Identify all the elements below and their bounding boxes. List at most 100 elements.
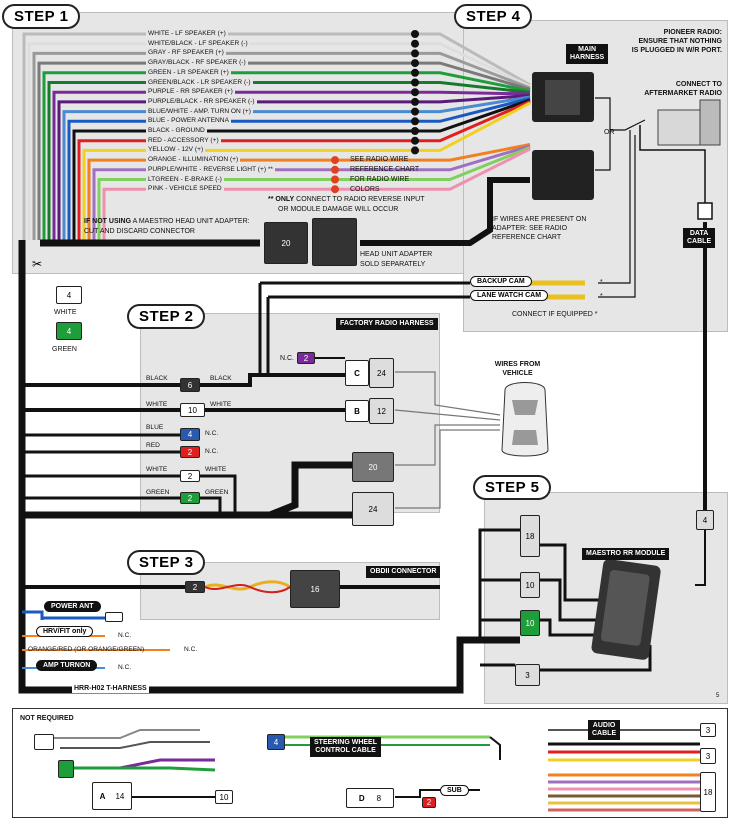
connector-4-blue: 4 bbox=[180, 428, 200, 441]
connector-4-green: 4 bbox=[56, 322, 82, 340]
wire-terminal-dot bbox=[331, 175, 339, 184]
aftermarket-radio-icon bbox=[657, 99, 721, 146]
step1-wire-bundle bbox=[22, 30, 531, 240]
wire-terminal-dot bbox=[411, 117, 419, 126]
obd-red bbox=[204, 584, 291, 594]
step1-wire bbox=[92, 144, 531, 240]
connector-10b: 10 bbox=[520, 610, 540, 636]
module-wires bbox=[460, 528, 600, 667]
nr-white-connector bbox=[34, 734, 54, 750]
module-to-4 bbox=[695, 525, 706, 586]
lane-watch-cam-label: LANE WATCH CAM bbox=[470, 290, 549, 301]
connector-10: 10 bbox=[180, 403, 205, 417]
green-left: GREEN bbox=[146, 489, 170, 496]
step4-label: STEP 4 bbox=[454, 4, 533, 29]
see-radio-3: FOR RADIO WIRE bbox=[350, 176, 410, 183]
nc-top: N.C. bbox=[280, 355, 294, 362]
white2-right: WHITE bbox=[205, 466, 227, 473]
wire-terminal-dot bbox=[411, 88, 419, 97]
wire-terminal-dot bbox=[331, 165, 339, 174]
white-right: WHITE bbox=[210, 401, 232, 408]
white-left: WHITE bbox=[146, 401, 168, 408]
page-number: 5 bbox=[716, 693, 720, 699]
wire-terminal-dot bbox=[331, 185, 339, 194]
connector-c-24: 24 bbox=[369, 358, 394, 388]
backup-cam-label: BACKUP CAM bbox=[470, 276, 532, 287]
step1-wire-label: WHITE - LF SPEAKER (+) bbox=[146, 30, 228, 38]
orange-red-label: ORANGE/RED (OR ORANGE/GREEN) bbox=[28, 646, 145, 653]
sub-label: SUB bbox=[440, 785, 469, 796]
nc-2: N.C. bbox=[184, 646, 198, 653]
step1-wire-label: PURPLE - RR SPEAKER (+) bbox=[146, 88, 235, 97]
step2-label: STEP 2 bbox=[127, 304, 206, 329]
wire-terminal-dot bbox=[411, 107, 419, 116]
wire-terminal-dot bbox=[411, 78, 419, 87]
connector-2-obd: 2 bbox=[185, 581, 205, 593]
step1-wire bbox=[102, 147, 531, 240]
connect-if-equipped: CONNECT IF EQUIPPED * bbox=[512, 311, 598, 318]
wire-terminal-dot bbox=[331, 156, 339, 165]
nr-green-connector bbox=[58, 760, 74, 778]
connector-18: 18 bbox=[520, 515, 540, 557]
if-not-note-2: CUT AND DISCARD CONNECTOR bbox=[84, 228, 195, 235]
or-bracket bbox=[595, 97, 646, 171]
adapter-cable bbox=[360, 177, 530, 246]
step1-wire bbox=[87, 143, 531, 240]
step1-wire-label: WHITE/BLACK - LF SPEAKER (-) bbox=[146, 39, 250, 48]
alt-harness-connector bbox=[532, 150, 594, 200]
car-icon bbox=[501, 382, 549, 457]
star-1: * bbox=[600, 279, 603, 286]
nc-red: N.C. bbox=[205, 448, 219, 455]
amp-turnon-label: AMP TURNON bbox=[36, 660, 98, 671]
connector-b-letter: B bbox=[345, 400, 369, 422]
vehicle-wires bbox=[394, 371, 501, 509]
star-2: * bbox=[600, 293, 603, 300]
step1-wire-label: GRAY/BLACK - RF SPEAKER (-) bbox=[146, 59, 248, 68]
nc-1: N.C. bbox=[118, 632, 132, 639]
scissors-icon: ✂ bbox=[32, 257, 42, 271]
red-label: RED bbox=[146, 442, 160, 449]
connector-2-purple: 2 bbox=[297, 352, 315, 364]
connector-24-step2: 24 bbox=[352, 492, 394, 526]
see-radio-1: SEE RADIO WIRE bbox=[350, 156, 409, 163]
see-radio-2: REFERENCE CHART bbox=[350, 166, 420, 173]
step1-wire-label: GREEN - LR SPEAKER (+) bbox=[146, 68, 231, 77]
step1-wire-label: PURPLE/BLACK - RR SPEAKER (-) bbox=[146, 97, 257, 106]
obdii-connector-tag: OBDII CONNECTOR bbox=[366, 566, 441, 578]
step1-wire-label: RED - ACCESSORY (+) bbox=[146, 136, 221, 145]
step1-wire bbox=[97, 146, 531, 240]
not-required-title: NOT REQUIRED bbox=[20, 715, 74, 722]
wire-terminal-dot bbox=[411, 127, 419, 135]
step1-wire-label: LTGREEN - E-BRAKE (-) bbox=[146, 175, 224, 184]
head-unit-adapter-connector bbox=[312, 218, 357, 266]
head-unit-adapter-2: SOLD SEPARATELY bbox=[360, 261, 426, 268]
nr-connector-4: 4 bbox=[267, 734, 285, 750]
nr-connector-3b: 3 bbox=[700, 748, 716, 764]
factory-radio-harness-tag: FACTORY RADIO HARNESS bbox=[336, 318, 438, 330]
wire-terminal-dot bbox=[411, 146, 419, 155]
wire-terminal-dot bbox=[411, 59, 419, 68]
see-radio-4: COLORS bbox=[350, 186, 380, 193]
step1-wire-label: ORANGE - ILLUMINATION (+) bbox=[146, 156, 241, 165]
nr-connector-18: 18 bbox=[700, 772, 716, 812]
white2-right bbox=[200, 474, 237, 512]
green-right bbox=[200, 496, 222, 512]
power-ant-plug bbox=[105, 612, 123, 622]
nr-connector-10: 10 bbox=[215, 790, 233, 804]
wire-terminal-dot bbox=[411, 68, 419, 77]
white-label: WHITE bbox=[54, 309, 77, 316]
black-right: BLACK bbox=[210, 375, 232, 382]
connector-16: 16 bbox=[290, 570, 340, 608]
nr-connector-2: 2 bbox=[422, 797, 436, 808]
step1-wire-label: GRAY - RF SPEAKER (+) bbox=[146, 49, 226, 58]
connector-4-white: 4 bbox=[56, 286, 82, 304]
wire-terminal-dot bbox=[411, 97, 419, 106]
power-ant-label: POWER ANT bbox=[44, 601, 101, 612]
